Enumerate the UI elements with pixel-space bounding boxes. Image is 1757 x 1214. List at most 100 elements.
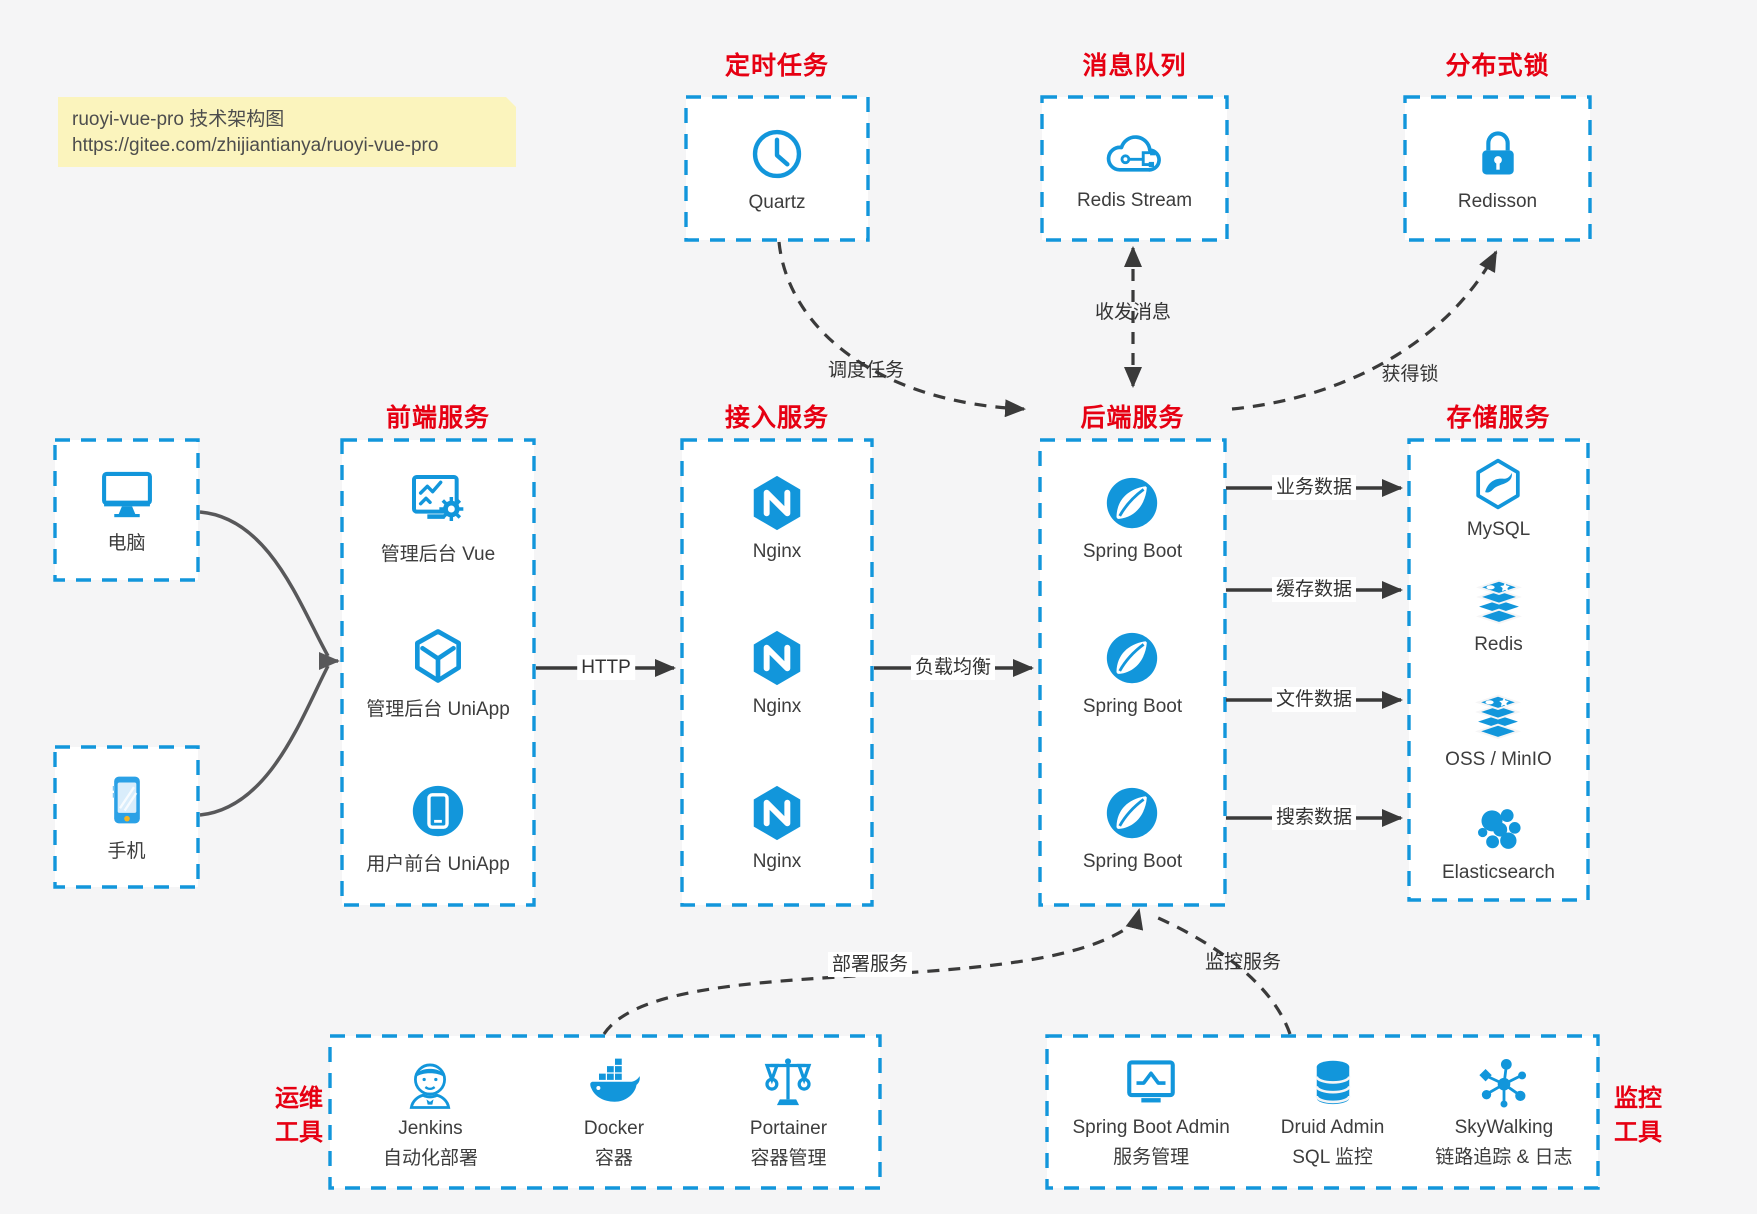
scheduler-title: 定时任务: [724, 52, 829, 80]
node-elasticsearch: Elasticsearch: [1442, 803, 1555, 884]
node-label: Spring Boot: [1082, 541, 1183, 562]
lock-icon: [1481, 131, 1514, 175]
node-label: 电脑: [107, 533, 146, 554]
node-label: Nginx: [752, 541, 802, 562]
backend-box: Spring Boot Spring Boot Spring Boot: [1040, 440, 1225, 905]
monitoring-title-line2: 工具: [1614, 1119, 1662, 1146]
oss-stack-icon: [1475, 694, 1522, 739]
node-label: Spring Boot Admin: [1072, 1116, 1230, 1138]
spring-boot-admin-icon: [1127, 1059, 1175, 1102]
spring-boot-icon: [1107, 477, 1158, 529]
frontend-box: 管理后台 Vue 管理后台 UniApp 用户前台 UniApp: [342, 440, 534, 905]
node-nginx-2: Nginx: [746, 627, 808, 718]
node-docker: Docker 容器: [584, 1055, 644, 1170]
edge-label-http: HTTP: [577, 655, 635, 680]
edge-label-schedule: 调度任务: [827, 360, 905, 381]
node-druid-admin: Druid Admin SQL 监控: [1280, 1056, 1385, 1169]
node-user-uniapp: 用户前台 UniApp: [366, 780, 510, 876]
edge-label-cache-data: 缓存数据: [1271, 577, 1357, 602]
docker-icon: [590, 1058, 640, 1102]
node-label: Docker: [583, 1117, 645, 1139]
node-redis-stream: Redis Stream: [1077, 125, 1192, 212]
cloud-icon: [1107, 135, 1162, 172]
node-admin-vue: 管理后台 Vue: [381, 470, 495, 566]
storage-box: MySQL Redis OSS / MinIO: [1409, 440, 1588, 900]
note-title: ruoyi-vue-pro 技术架构图: [72, 109, 285, 130]
lock-title: 分布式锁: [1445, 52, 1550, 80]
user-app-icon: [412, 785, 464, 836]
gateway-box: Nginx Nginx Nginx: [682, 440, 872, 905]
node-pc: 电脑: [96, 465, 158, 555]
node-quartz: Quartz: [746, 123, 808, 214]
node-label: MySQL: [1466, 519, 1531, 540]
node-label: Nginx: [752, 851, 802, 872]
node-oss-minio: OSS / MinIO: [1445, 688, 1552, 771]
node-label: Elasticsearch: [1442, 862, 1555, 883]
mq-box: Redis Stream: [1042, 97, 1227, 240]
node-springboot-2: Spring Boot: [1083, 627, 1182, 718]
node-label: Redis Stream: [1076, 190, 1193, 211]
node-label: 用户前台 UniApp: [366, 853, 510, 875]
node-label: OSS / MinIO: [1445, 749, 1552, 770]
node-redis: Redis: [1470, 573, 1528, 656]
sticky-note: ruoyi-vue-pro 技术架构图 https://gitee.com/zh…: [58, 97, 526, 167]
ops-title-line2: 工具: [275, 1119, 323, 1146]
node-nginx-1: Nginx: [746, 472, 808, 563]
redis-stack-icon: [1475, 579, 1522, 624]
elasticsearch-icon: [1477, 809, 1521, 849]
node-springboot-1: Spring Boot: [1083, 472, 1182, 563]
gateway-title: 接入服务: [724, 404, 829, 432]
node-mysql: MySQL: [1467, 456, 1530, 541]
node-sublabel: 自动化部署: [382, 1147, 478, 1169]
backend-title: 后端服务: [1080, 404, 1185, 432]
edge-label-file-data: 文件数据: [1271, 687, 1357, 712]
scheduler-box: Quartz: [686, 97, 868, 240]
node-portainer: Portainer 容器管理: [750, 1055, 827, 1170]
node-label: Spring Boot: [1082, 851, 1183, 872]
node-label: 管理后台 UniApp: [366, 698, 510, 720]
node-skywalking: SkyWalking 链路追踪 & 日志: [1435, 1056, 1572, 1169]
desktop-icon: [101, 471, 152, 518]
ops-box: Jenkins 自动化部署 Docker 容器: [330, 1036, 880, 1188]
node-spring-boot-admin: Spring Boot Admin 服务管理: [1072, 1056, 1230, 1169]
database-icon: [1314, 1060, 1351, 1104]
mq-title: 消息队列: [1082, 52, 1187, 80]
node-label: SkyWalking: [1454, 1116, 1554, 1138]
smartphone-icon: [112, 776, 140, 824]
node-label: Druid Admin: [1280, 1116, 1385, 1138]
portainer-scales-icon: [765, 1057, 812, 1105]
node-redisson: Redisson: [1458, 124, 1537, 213]
node-sublabel: SQL 监控: [1292, 1146, 1373, 1168]
node-label: Redis: [1474, 634, 1523, 655]
mysql-icon: [1476, 458, 1521, 510]
node-springboot-3: Spring Boot: [1083, 782, 1182, 873]
node-sublabel: 容器管理: [750, 1147, 827, 1169]
node-label: Quartz: [748, 192, 806, 213]
edge-label-messaging: 收发消息: [1094, 302, 1172, 323]
monitoring-box: Spring Boot Admin 服务管理 Druid Admin SQL 监…: [1047, 1036, 1598, 1188]
monitoring-side-title: 监控 工具: [1614, 1082, 1704, 1150]
spring-boot-icon: [1107, 632, 1158, 684]
clock-icon: [752, 129, 802, 179]
nginx-icon: [753, 630, 801, 686]
skywalking-icon: [1479, 1058, 1526, 1107]
node-label: Jenkins: [398, 1117, 463, 1139]
monitoring-title-line1: 监控: [1614, 1085, 1662, 1112]
node-sublabel: 服务管理: [1113, 1146, 1190, 1168]
client-arrows: [199, 510, 340, 817]
edge-label-business-data: 业务数据: [1271, 475, 1357, 500]
ops-title-line1: 运维: [275, 1085, 323, 1112]
node-sublabel: 容器: [594, 1147, 633, 1169]
admin-vue-icon: [411, 474, 464, 521]
jenkins-icon: [410, 1063, 451, 1109]
cube-icon: [414, 628, 461, 683]
spring-boot-icon: [1107, 787, 1158, 839]
ops-side-title: 运维 工具: [245, 1082, 323, 1150]
flow-arrows: [536, 479, 1403, 827]
storage-title: 存储服务: [1446, 404, 1551, 432]
edge-label-deploy: 部署服务: [827, 952, 913, 977]
node-sublabel: 链路追踪 & 日志: [1435, 1146, 1573, 1168]
phone-box: 手机: [55, 747, 198, 887]
node-label: Redisson: [1457, 191, 1538, 212]
node-label: Nginx: [752, 696, 802, 717]
